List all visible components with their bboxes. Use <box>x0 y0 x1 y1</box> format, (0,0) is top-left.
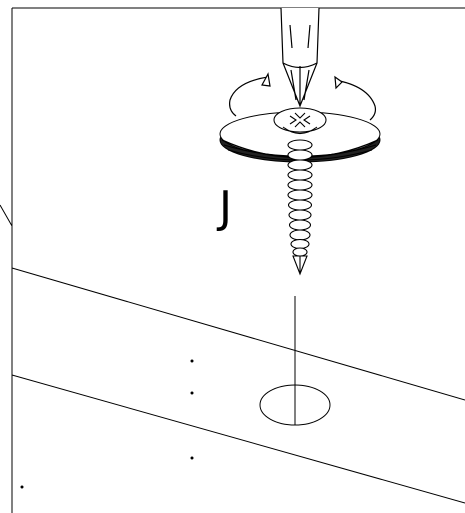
pilot-hole <box>259 296 331 426</box>
part-label: J <box>216 182 232 233</box>
screwdriver-icon <box>280 7 320 108</box>
diagram-frame <box>0 7 465 513</box>
screw-icon <box>273 107 327 276</box>
board-panel <box>11 267 465 504</box>
board-top-edge <box>11 267 465 401</box>
board-bottom-edge <box>11 374 465 504</box>
screw-thread <box>287 139 313 257</box>
screw-head <box>273 107 327 133</box>
rotation-arrow-icon <box>229 72 377 121</box>
